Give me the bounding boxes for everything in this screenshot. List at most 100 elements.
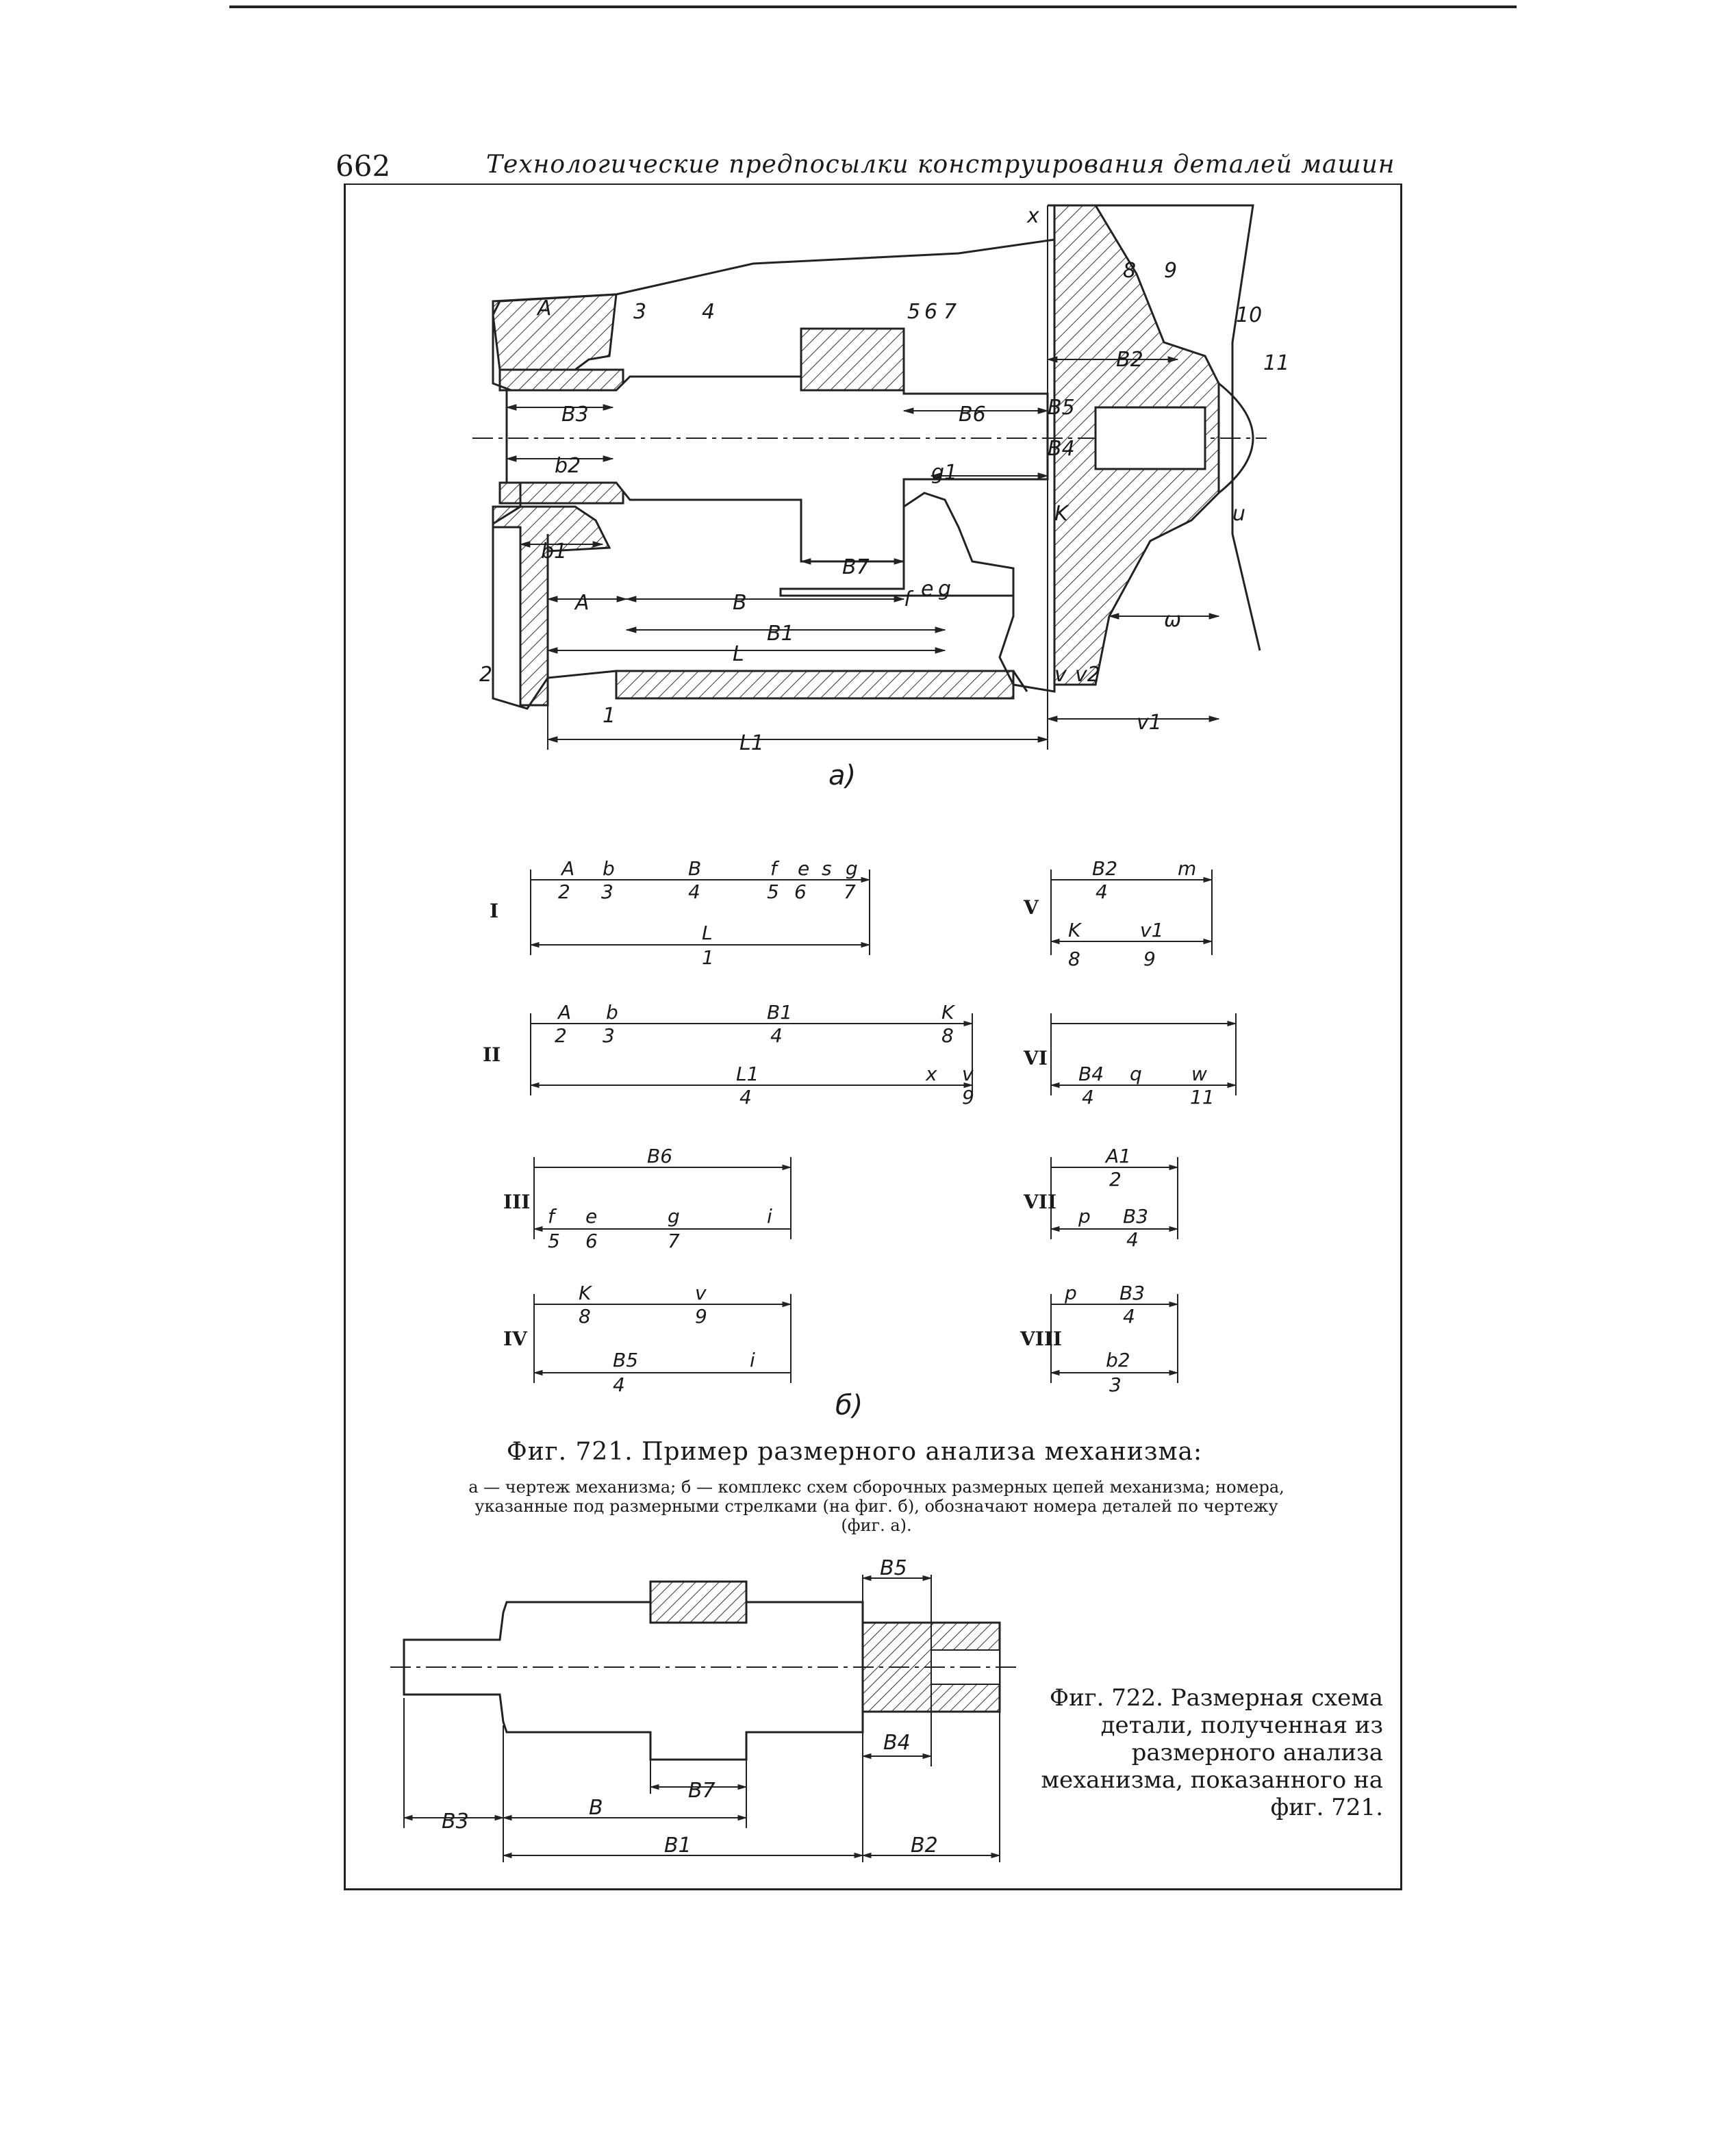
V-K: K	[1068, 919, 1083, 941]
figure-722-caption: Фиг. 722. Размерная схема детали, получе…	[1041, 1684, 1384, 1821]
VI-w-part: 11	[1190, 1086, 1215, 1108]
part-10: 10	[1236, 303, 1262, 327]
V-B2-part: 4	[1096, 880, 1108, 903]
I-B: B	[688, 857, 701, 880]
label-B6: B6	[959, 403, 986, 427]
IV-v-part: 9	[695, 1305, 707, 1328]
fig722-B4: B4	[883, 1731, 911, 1755]
VI-B4-part: 4	[1082, 1086, 1094, 1108]
chain-roman-IV: IV	[503, 1328, 528, 1350]
I-B-part: 4	[688, 880, 700, 903]
figure-721-caption-body: а — чертеж механизма; б — комплекс схем …	[468, 1478, 1284, 1535]
part-8: 8	[1123, 259, 1136, 283]
II-v-part: 9	[962, 1086, 974, 1108]
VII-A1-part: 2	[1109, 1168, 1122, 1191]
V-v1-part: 9	[1143, 948, 1156, 970]
label-A-top: A	[536, 296, 552, 320]
III-g-part: 7	[668, 1230, 680, 1252]
top-border-rule	[229, 5, 1517, 8]
fig722-B2: B2	[911, 1834, 938, 1857]
part-6: 6	[924, 300, 937, 324]
II-x: x	[925, 1063, 937, 1085]
I-b-part: 3	[601, 880, 613, 903]
fig722-B1: B1	[664, 1834, 692, 1857]
II-B1-part: 4	[770, 1024, 783, 1047]
running-title: Технологические предпосылки конструирова…	[486, 151, 1395, 179]
VII-B3: B3	[1123, 1205, 1148, 1228]
III-e: e	[585, 1205, 597, 1228]
IV-K: K	[579, 1282, 593, 1304]
fig722-B5: B5	[880, 1556, 907, 1580]
V-m: m	[1178, 857, 1196, 880]
part-2: 2	[479, 663, 492, 687]
label-B5: B5	[1048, 396, 1075, 420]
label-g: g	[938, 577, 951, 601]
sub-a-label: а)	[828, 760, 857, 791]
IV-B5: B5	[613, 1349, 638, 1371]
label-K: K	[1054, 502, 1069, 526]
II-L1-part: 4	[739, 1086, 752, 1108]
label-v1: v1	[1137, 711, 1162, 735]
chain-roman-VIII: VIII	[1020, 1328, 1062, 1350]
VIII-b2-part: 3	[1109, 1373, 1122, 1396]
II-K: K	[941, 1001, 956, 1024]
IV-v: v	[695, 1282, 707, 1304]
label-A: A	[574, 591, 590, 615]
I-L-part: 1	[702, 946, 714, 969]
VI-B4: B4	[1078, 1063, 1104, 1085]
label-b1: b1	[541, 540, 567, 563]
VII-B3-part: 4	[1126, 1228, 1139, 1251]
VII-p: p	[1078, 1205, 1091, 1228]
label-b2: b2	[555, 454, 581, 478]
III-i: i	[767, 1205, 772, 1228]
label-B: B	[733, 591, 747, 615]
V-B2: B2	[1092, 857, 1117, 880]
II-b: b	[606, 1001, 618, 1024]
VI-q: q	[1130, 1063, 1142, 1085]
I-e-part: 6	[794, 880, 807, 903]
I-g-part: 7	[844, 880, 856, 903]
label-B4: B4	[1048, 437, 1075, 461]
I-b: b	[603, 857, 615, 880]
left-flange	[492, 293, 618, 371]
I-f-part: 5	[767, 880, 779, 903]
figure-frame	[344, 183, 1402, 1890]
chain-roman-VI: VI	[1023, 1047, 1048, 1069]
III-B6: B6	[647, 1145, 672, 1167]
VIII-b2: b2	[1106, 1349, 1130, 1371]
page-header: 662 Технологические предпосылки конструи…	[336, 149, 1395, 188]
part-3: 3	[633, 300, 646, 324]
label-v: v	[1054, 663, 1067, 687]
VIII-B3: B3	[1119, 1282, 1145, 1304]
III-g: g	[668, 1205, 680, 1228]
IV-B5-part: 4	[613, 1373, 625, 1396]
fig722-B7: B7	[688, 1779, 716, 1803]
label-L1: L1	[739, 731, 764, 755]
part-11: 11	[1263, 351, 1289, 375]
I-A: A	[560, 857, 574, 880]
I-g: g	[846, 857, 858, 880]
label-u: u	[1232, 502, 1245, 526]
chain-roman-III: III	[503, 1191, 530, 1213]
II-A-part: 2	[555, 1024, 567, 1047]
I-A-part: 2	[558, 880, 570, 903]
figure-721-caption-title: Фиг. 721. Пример размерного анализа меха…	[506, 1438, 1203, 1466]
label-B2: B2	[1116, 348, 1143, 372]
II-v: v	[962, 1063, 974, 1085]
page-number: 662	[336, 149, 391, 183]
II-B1: B1	[767, 1001, 792, 1024]
label-g1: g1	[931, 461, 957, 485]
III-f-part: 5	[548, 1230, 560, 1252]
label-x: x	[1026, 204, 1039, 228]
fig722-B3: B3	[442, 1810, 469, 1834]
V-v1: v1	[1140, 919, 1163, 941]
V-K-part: 8	[1068, 948, 1080, 970]
II-K-part: 8	[941, 1024, 954, 1047]
part-5: 5	[907, 300, 920, 324]
II-A: A	[557, 1001, 571, 1024]
I-s: s	[822, 857, 832, 880]
part-1: 1	[603, 704, 616, 728]
